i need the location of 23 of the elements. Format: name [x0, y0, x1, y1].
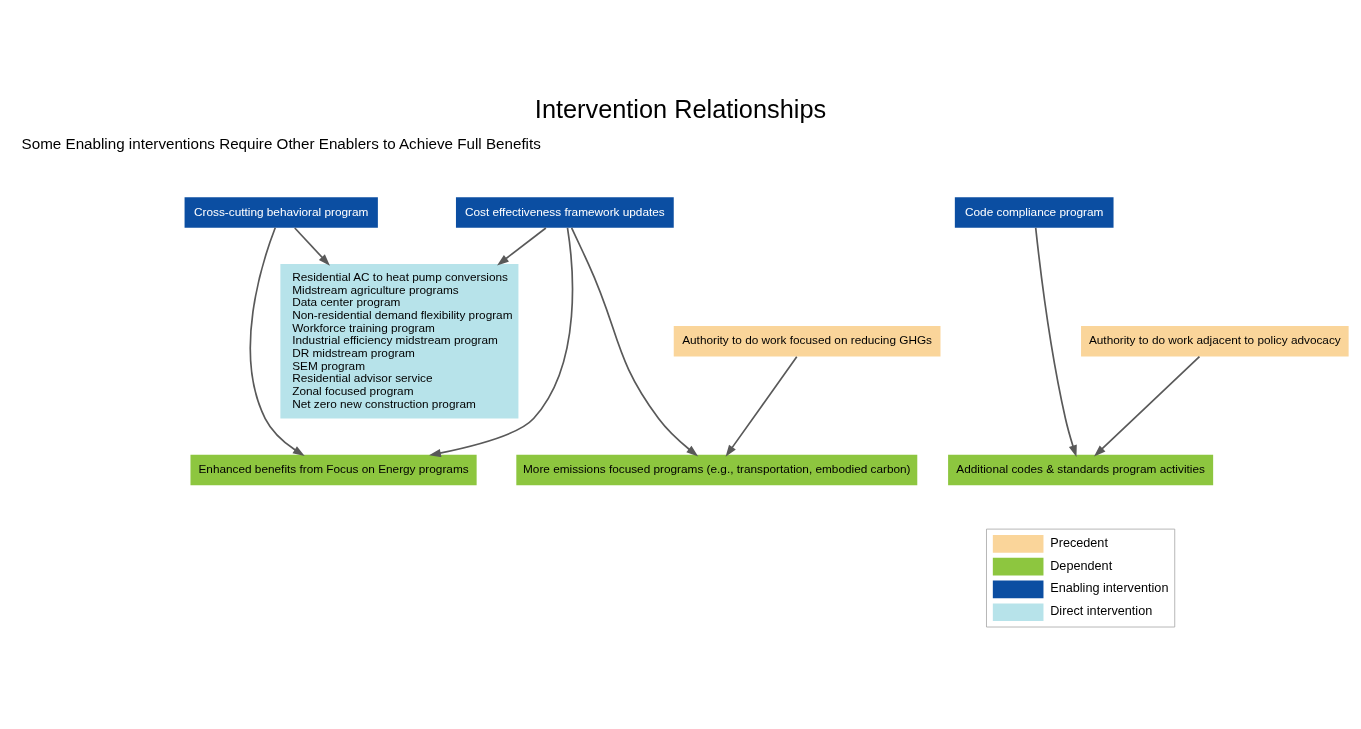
arrow — [497, 227, 547, 266]
arrow — [1094, 355, 1201, 457]
arrow — [293, 227, 330, 266]
arrow — [249, 226, 305, 457]
node-box: Enhanced benefits from Focus on Energy programs — [190, 454, 477, 486]
label: Some Enabling interventions Require Other Enablers to Achieve Full Benefits — [21, 134, 541, 152]
node-box: More emissions focused programs (e.g., transportation, embodied carbon) — [516, 454, 918, 486]
arrow — [570, 226, 699, 457]
node-box: Authority to do work focused on reducing GHGs — [673, 326, 941, 357]
node-box: Code compliance program — [954, 197, 1114, 228]
legend-label: Dependent — [1050, 558, 1113, 573]
node-box: Additional codes & standards program activities — [948, 454, 1214, 486]
node-box: Residential AC to heat pump conversions Midstream agriculture programs Data center program Non-residential demand flexibility program Workforce training program Industrial efficiency midstream program DR midstream program SEM program Residential advisor service Zonal focused program Net zero new construction program — [280, 264, 519, 419]
diagram-title: Intervention Relationships — [534, 95, 827, 124]
node-box: Cost effectiveness framework updates — [455, 197, 674, 228]
legend-label: Direct intervention — [1050, 604, 1153, 619]
node-box: Authority to do work adjacent to policy advocacy — [1081, 326, 1349, 357]
legend-label: Enabling intervention — [1050, 581, 1169, 596]
arrow — [1034, 227, 1077, 458]
legend-label: Precedent — [1050, 535, 1108, 550]
arrow — [429, 226, 574, 458]
node-box: Cross-cutting behavioral program — [184, 197, 378, 228]
arrow — [725, 355, 798, 457]
